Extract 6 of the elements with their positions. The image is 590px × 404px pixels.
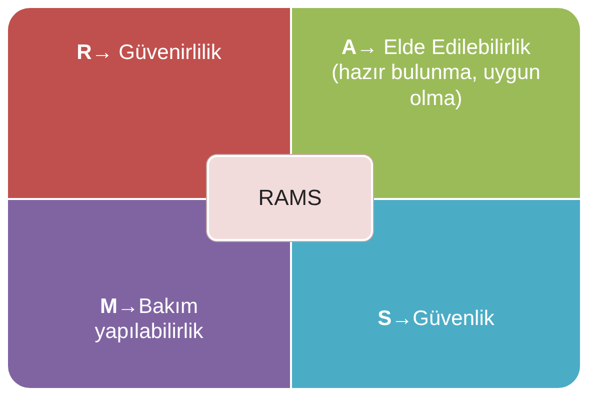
- tile-label: S→Güvenlik: [376, 306, 496, 332]
- tile-label: M→Bakım yapılabilirlik: [94, 294, 204, 344]
- tile-label: RAMS: [257, 184, 323, 212]
- tile-label: R→ Güvenirlilik: [76, 40, 222, 66]
- center-box: [207, 155, 373, 241]
- tile-label: A→ Elde Edilebilirlik (hazır bulunma, uygun olma): [330, 35, 542, 111]
